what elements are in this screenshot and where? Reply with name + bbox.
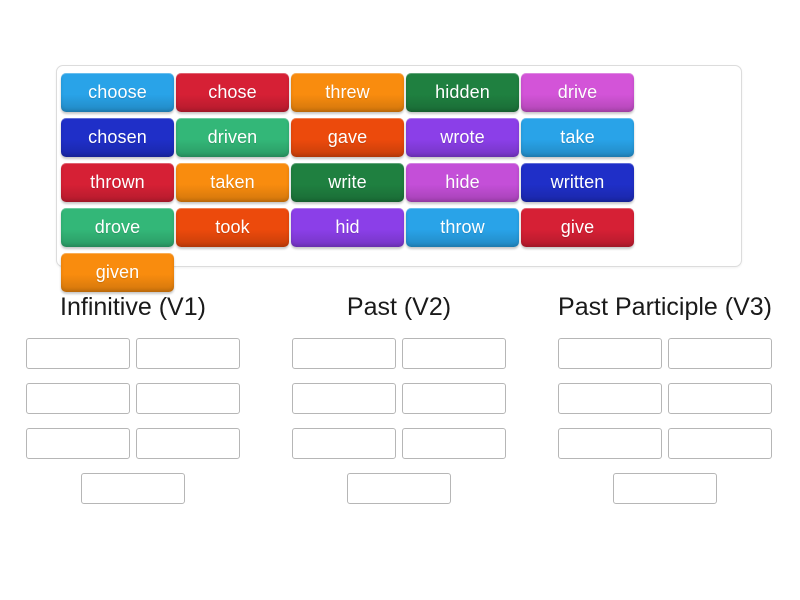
drop-slot[interactable] — [613, 473, 717, 504]
slot-grid-past-participle-v3 — [550, 338, 780, 518]
drop-slot[interactable] — [26, 383, 130, 414]
drop-slot[interactable] — [292, 338, 396, 369]
drop-slot[interactable] — [402, 338, 506, 369]
drop-slot[interactable] — [136, 383, 240, 414]
drop-slot[interactable] — [347, 473, 451, 504]
column-title-past-v2: Past (V2) — [346, 293, 452, 321]
word-tile-driven[interactable]: driven — [176, 118, 289, 157]
drop-slot[interactable] — [558, 338, 662, 369]
drop-slot[interactable] — [136, 428, 240, 459]
word-tile-drove[interactable]: drove — [61, 208, 174, 247]
word-tile-choose[interactable]: choose — [61, 73, 174, 112]
word-tile-give[interactable]: give — [521, 208, 634, 247]
slot-grid-infinitive-v1 — [18, 338, 248, 518]
word-tile-took[interactable]: took — [176, 208, 289, 247]
word-tile-gave[interactable]: gave — [291, 118, 404, 157]
word-tile-written[interactable]: written — [521, 163, 634, 202]
drop-slot[interactable] — [668, 338, 772, 369]
word-tile-hidden[interactable]: hidden — [406, 73, 519, 112]
drop-slot[interactable] — [81, 473, 185, 504]
word-tile-throw[interactable]: throw — [406, 208, 519, 247]
column-infinitive-v1: Infinitive (V1) — [0, 292, 266, 518]
word-tile-drive[interactable]: drive — [521, 73, 634, 112]
word-tile-chosen[interactable]: chosen — [61, 118, 174, 157]
drop-slot[interactable] — [668, 383, 772, 414]
slot-grid-past-v2 — [284, 338, 514, 518]
word-tile-taken[interactable]: taken — [176, 163, 289, 202]
word-tile-take[interactable]: take — [521, 118, 634, 157]
word-tile-hide[interactable]: hide — [406, 163, 519, 202]
word-tile-hid[interactable]: hid — [291, 208, 404, 247]
drop-slot[interactable] — [558, 428, 662, 459]
word-tile-given[interactable]: given — [61, 253, 174, 292]
column-past-participle-v3: Past Participle (V3) — [532, 292, 798, 518]
drop-slot[interactable] — [292, 428, 396, 459]
column-title-past-participle-v3: Past Participle (V3) — [558, 293, 772, 321]
drop-slot[interactable] — [26, 338, 130, 369]
drop-slot[interactable] — [402, 383, 506, 414]
drop-slot[interactable] — [668, 428, 772, 459]
drop-slot[interactable] — [402, 428, 506, 459]
word-tile-write[interactable]: write — [291, 163, 404, 202]
column-title-infinitive-v1: Infinitive (V1) — [60, 293, 206, 321]
drop-slot[interactable] — [26, 428, 130, 459]
word-tile-wrote[interactable]: wrote — [406, 118, 519, 157]
drop-slot[interactable] — [136, 338, 240, 369]
category-columns: Infinitive (V1) Past (V2) Past Participle … — [0, 292, 800, 518]
column-past-v2: Past (V2) — [266, 292, 532, 518]
drop-slot[interactable] — [292, 383, 396, 414]
word-tile-chose[interactable]: chose — [176, 73, 289, 112]
word-tile-threw[interactable]: threw — [291, 73, 404, 112]
drop-slot[interactable] — [558, 383, 662, 414]
word-tile-thrown[interactable]: thrown — [61, 163, 174, 202]
